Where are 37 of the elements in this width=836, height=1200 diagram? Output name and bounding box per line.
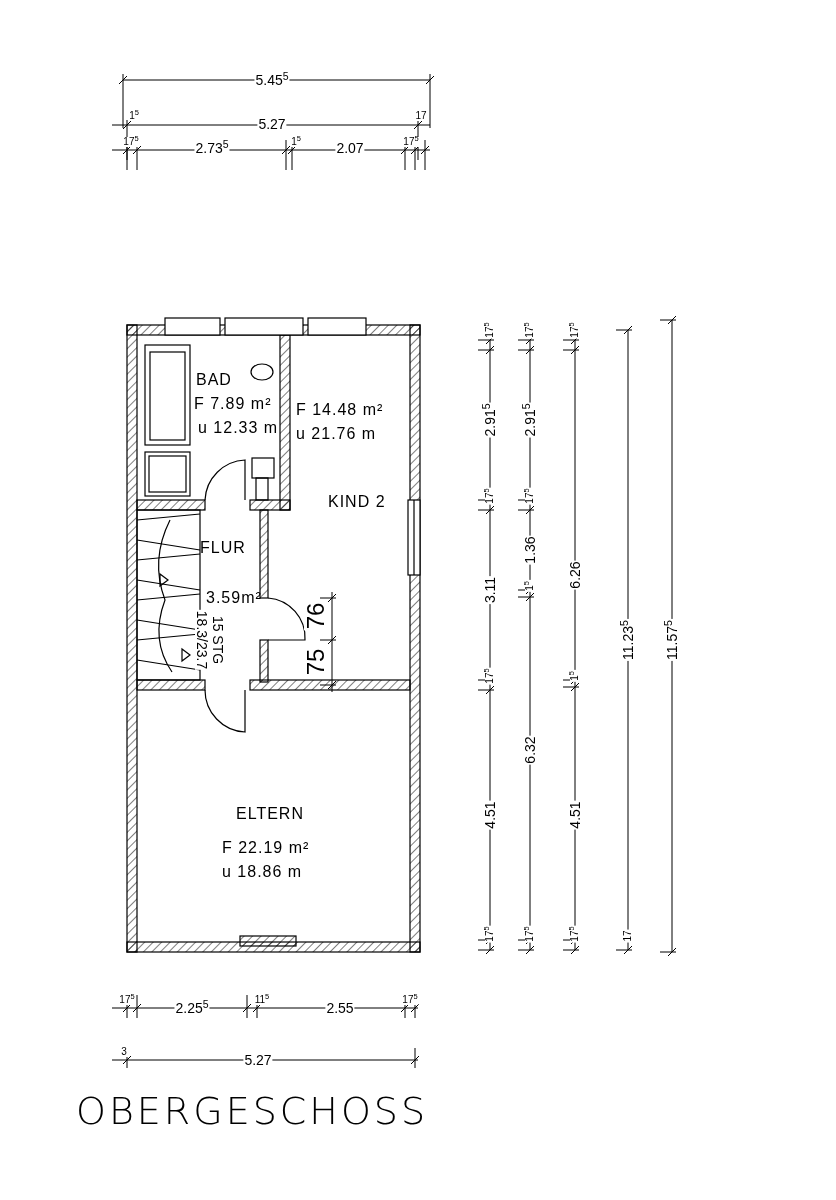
dimension-label: 17$^{5}$ [118,995,136,1005]
floor-title: OBERGESCHOSS [76,1092,429,1130]
dimension-label: 2.07 [335,141,365,155]
room-name: BAD [196,372,232,388]
dimension-label: 3.11 [483,575,497,605]
dimension-label: 5.27 [257,117,287,131]
dimension-label: 17$^{5}$ [402,137,420,147]
room-name: FLUR [200,540,246,556]
room-area-label: 3.59m² [206,590,262,606]
dimension-label: 4.51 [483,800,497,830]
room-name: KIND 2 [328,494,386,510]
dimension-label: 18.3/23.7 [195,609,209,671]
dimension-label: 6.32 [523,735,537,765]
dimension-label: 5.45$^{5}$ [254,73,290,87]
room-name: ELTERN [236,806,304,822]
dimension-label: 1$^{5}$ [128,111,140,121]
dimension-label: 3 [120,1047,128,1057]
dimension-label: 4.51 [568,800,582,830]
room-area-label: F 7.89 m² [194,396,272,412]
dimension-label: 11$^{5}$ [253,995,271,1005]
room-area-label: u 12.33 m [198,420,279,436]
dimension-label: 1$^{5}$ [290,137,302,147]
dimension-label: 17$^{5}$ [122,137,140,147]
dimension-label: 6.26 [568,560,582,590]
dimension-label: 17 [414,111,428,121]
room-area-label: u 21.76 m [296,426,377,442]
room-area-label: F 22.19 m² [222,840,310,856]
dimension-label: 2.73$^{5}$ [194,141,230,155]
room-area-label: F 14.48 m² [296,402,384,418]
dimension-label: 17$^{5}$ [401,995,419,1005]
dimension-label: 5.27 [243,1053,273,1067]
dimension-label: 17 [623,929,633,943]
dimension-label: 2.25$^{5}$ [174,1001,210,1015]
room-area-label: u 18.86 m [222,864,303,880]
dimension-label: 1.36 [523,535,537,565]
dimension-label: 2.55 [325,1001,355,1015]
dimension-label: 15 STG [211,614,225,666]
